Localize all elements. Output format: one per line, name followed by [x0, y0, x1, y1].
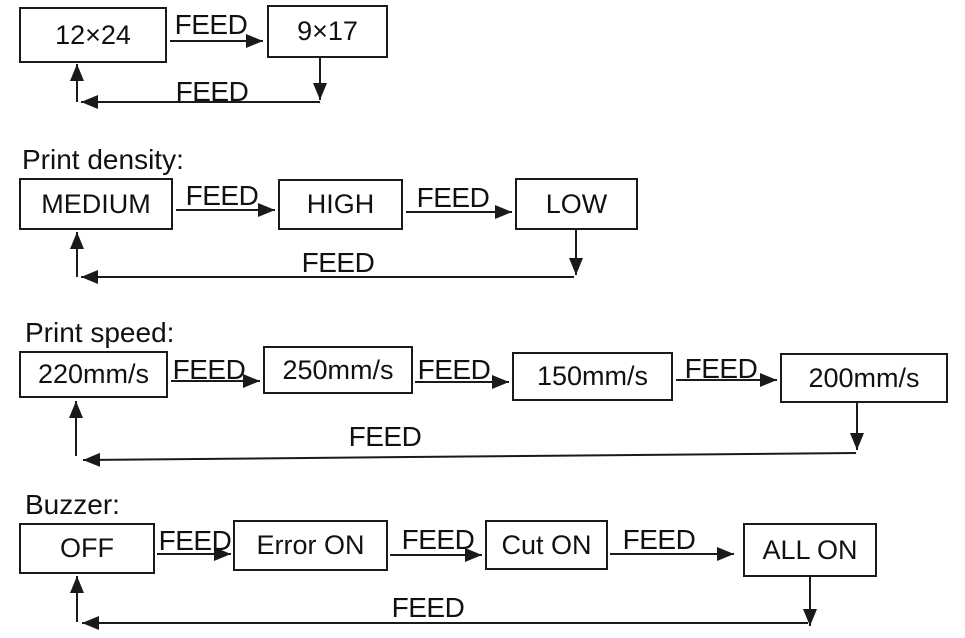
feed-label-s1-forward: FEED	[174, 9, 248, 40]
feed-label-s3-forward-2: FEED	[417, 354, 491, 385]
feed-label-s2-return: FEED	[301, 247, 375, 278]
section-title-buzzer: Buzzer:	[25, 489, 120, 520]
option-box-medium: MEDIUM	[19, 178, 173, 230]
feed-label-s4-return: FEED	[391, 592, 465, 623]
feed-label-s3-forward-1: FEED	[172, 354, 246, 385]
section-title-print-speed: Print speed:	[25, 317, 175, 348]
option-box-high: HIGH	[278, 179, 403, 230]
feed-label-s2-forward-1: FEED	[185, 180, 259, 211]
feed-label-s3-return: FEED	[348, 421, 422, 452]
option-box-error-on: Error ON	[233, 520, 388, 571]
option-box-12x24: 12×24	[19, 7, 167, 63]
option-box-low: LOW	[515, 178, 638, 230]
return-horizontal-s3	[82, 452, 857, 467]
option-box-off: OFF	[19, 523, 155, 574]
option-box-cut-on: Cut ON	[485, 520, 608, 570]
option-box-200mms: 200mm/s	[780, 353, 948, 403]
option-box-220mms: 220mm/s	[19, 351, 168, 398]
option-box-9x17: 9×17	[267, 5, 388, 58]
option-box-all-on: ALL ON	[743, 523, 877, 577]
feed-label-s4-forward-3: FEED	[622, 524, 696, 555]
feed-label-s4-forward-1: FEED	[158, 525, 232, 556]
section-title-print-density: Print density:	[22, 144, 184, 175]
feed-label-s4-forward-2: FEED	[401, 524, 475, 555]
feed-label-s1-return: FEED	[175, 76, 249, 107]
option-box-250mms: 250mm/s	[263, 346, 413, 394]
feed-label-s3-forward-3: FEED	[684, 353, 758, 384]
option-box-150mms: 150mm/s	[512, 352, 673, 401]
feed-label-s2-forward-2: FEED	[416, 182, 490, 213]
